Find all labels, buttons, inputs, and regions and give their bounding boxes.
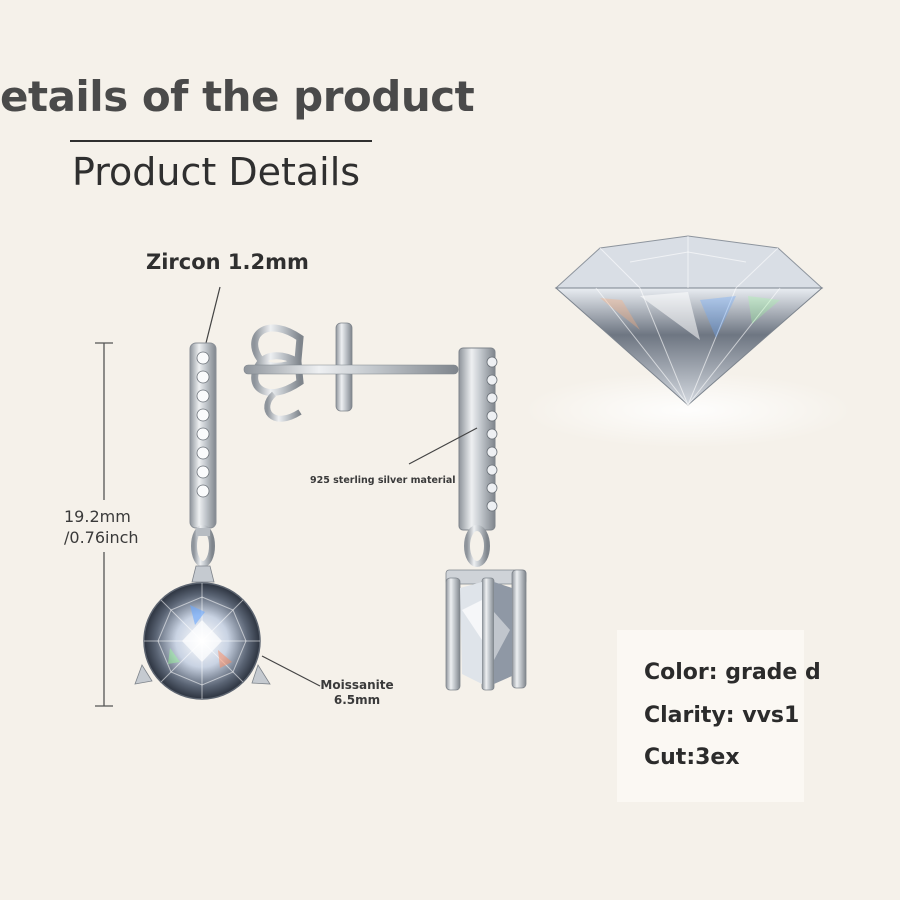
length-mm: 19.2mm [64,507,131,526]
front-earring-image [134,342,271,700]
zircon-pointer [204,286,221,348]
spec-card: Color: grade d Clarity: vvs1 Cut:3ex [617,630,821,802]
loose-diamond-image [523,235,853,448]
page-subtitle: Product Details [72,150,361,194]
title-divider [70,140,372,142]
dimension-line [95,342,113,707]
spec-cut: Cut:3ex [644,745,740,770]
side-earring-image [243,322,527,691]
stone-name: Moissanite [320,678,394,692]
material-pointer [408,427,478,465]
stone-size: 6.5mm [333,693,381,707]
zircon-label: Zircon 1.2mm [146,250,309,274]
length-inch: /0.76inch [64,528,139,547]
moissanite-pointer [261,655,321,687]
spec-clarity: Clarity: vvs1 [644,703,800,728]
material-label: 925 sterling silver material [310,475,456,486]
spec-color: Color: grade d [644,660,821,685]
dimension-label: 19.2mm /0.76inch [64,506,164,548]
page-title: etails of the product [0,72,475,121]
moissanite-label: Moissanite 6.5mm [312,678,402,708]
